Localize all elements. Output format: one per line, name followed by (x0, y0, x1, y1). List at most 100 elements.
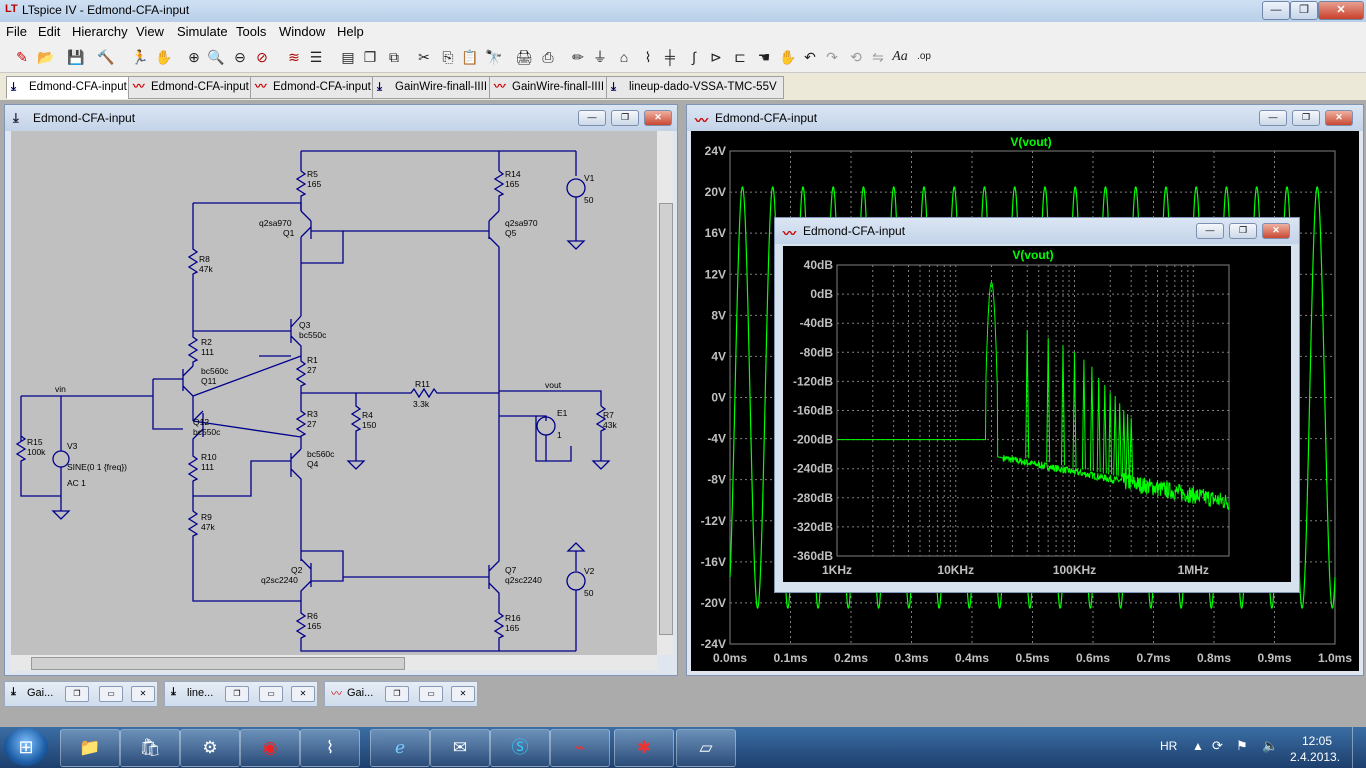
draw-wire-icon[interactable]: ✏ (572, 49, 584, 65)
run-icon[interactable]: 🏃 (131, 49, 149, 65)
language-indicator[interactable]: HR (1160, 739, 1178, 753)
explorer-icon[interactable]: 📁 (60, 729, 120, 767)
tab-lineup-schematic[interactable]: ⤓lineup-dado-VSSA-TMC-55V (606, 76, 784, 99)
save-icon[interactable]: 💾 (67, 49, 85, 65)
restore-button[interactable]: ❐ (65, 686, 89, 702)
waveform-maximize-button[interactable]: ❐ (1292, 110, 1320, 126)
minimized-window-3[interactable]: 〰 Gai... ❐ ▭ ✕ (324, 681, 478, 707)
print-preview-icon[interactable]: 🖨 (515, 49, 533, 65)
inductor-icon[interactable]: ∫ (692, 49, 696, 65)
vertical-scroll-thumb[interactable] (659, 203, 673, 635)
horizontal-scrollbar[interactable] (11, 655, 657, 671)
undo-icon[interactable]: ↶ (804, 49, 816, 65)
start-button[interactable]: ⊞ (4, 728, 48, 766)
paste-icon[interactable]: 📋 (461, 49, 479, 65)
print-icon[interactable]: ⎙ (542, 49, 554, 65)
menu-help[interactable]: Help (337, 24, 364, 39)
move-icon[interactable]: ☚ (757, 49, 771, 65)
horizontal-scroll-thumb[interactable] (31, 657, 405, 670)
minimized-window-1[interactable]: ⤓ Gai... ❐ ▭ ✕ (4, 681, 158, 707)
schematic-window-titlebar[interactable]: ⤓ Edmond-CFA-input — ❐ ✕ (5, 105, 677, 131)
cascade-icon[interactable]: ❐ (363, 49, 377, 65)
spider-icon[interactable]: ✱ (614, 729, 674, 767)
close-button[interactable]: ✕ (1318, 1, 1364, 20)
open-icon[interactable]: 📂 (37, 49, 55, 65)
close-button[interactable]: ✕ (131, 686, 155, 702)
menu-tools[interactable]: Tools (236, 24, 267, 39)
maximize-button[interactable]: ▭ (259, 686, 283, 702)
vertical-scrollbar[interactable] (657, 131, 673, 655)
control-panel-icon[interactable]: 🔨 (97, 49, 115, 65)
component-icon[interactable]: ⊏ (734, 49, 746, 65)
tab-gainwire-schematic[interactable]: ⤓GainWire-finall-IIII (372, 76, 495, 99)
halt-icon[interactable]: ✋ (155, 49, 173, 65)
clock-date[interactable]: 2.4.2013. (1290, 750, 1341, 764)
maximize-button[interactable]: ▭ (419, 686, 443, 702)
schematic-close-button[interactable]: ✕ (644, 110, 672, 126)
clock-time[interactable]: 12:05 (1302, 734, 1333, 748)
fft-minimize-button[interactable]: — (1196, 223, 1224, 239)
rotate-icon[interactable]: ⟲ (850, 49, 862, 65)
close-button[interactable]: ✕ (291, 686, 315, 702)
maximize-button[interactable]: ❐ (1290, 1, 1318, 20)
schematic-maximize-button[interactable]: ❐ (611, 110, 639, 126)
sync-icon[interactable]: ⟳ (1212, 738, 1223, 753)
minimize-button[interactable]: — (1262, 1, 1290, 20)
usb-icon[interactable]: ⚙ (180, 729, 240, 767)
schematic-window[interactable]: ⤓ Edmond-CFA-input — ❐ ✕ (4, 104, 678, 676)
skype-icon[interactable]: Ⓢ (490, 729, 550, 767)
menu-simulate[interactable]: Simulate (177, 24, 228, 39)
show-desktop-button[interactable] (1352, 727, 1366, 768)
restore-button[interactable]: ❐ (385, 686, 409, 702)
zoom-out-icon[interactable]: ⊖ (234, 49, 246, 65)
menu-window[interactable]: Window (279, 24, 326, 39)
mirror-icon[interactable]: ⇋ (872, 49, 884, 65)
label-net-icon[interactable]: ⌂ (619, 49, 629, 65)
tab-edmond-schematic[interactable]: ⤓Edmond-CFA-input (6, 76, 134, 99)
internet-explorer-icon[interactable]: ℯ (370, 729, 430, 767)
resistor-icon[interactable]: ⌇ (644, 49, 652, 65)
waveform-close-button[interactable]: ✕ (1325, 110, 1353, 126)
tab-edmond-waveform-2[interactable]: 〰Edmond-CFA-input (250, 76, 378, 99)
menu-file[interactable]: File (6, 24, 27, 39)
tab-edmond-waveform-1[interactable]: 〰Edmond-CFA-input (128, 76, 256, 99)
minimized-window-2[interactable]: ⤓ line... ❐ ▭ ✕ (164, 681, 318, 707)
find-icon[interactable]: 🔭 (485, 49, 503, 65)
fft-close-button[interactable]: ✕ (1262, 223, 1290, 239)
spice-directive-icon[interactable]: .op (917, 51, 931, 62)
redo-icon[interactable]: ↷ (826, 49, 838, 65)
opera-icon[interactable]: ◉ (240, 729, 300, 767)
zoom-in-icon[interactable]: ⊕ (188, 49, 200, 65)
cut-icon[interactable]: ✂ (418, 49, 430, 65)
scope-icon[interactable]: ⌇ (300, 729, 360, 767)
time-trace-label[interactable]: V(vout) (1010, 135, 1051, 149)
capacitor-icon[interactable]: ╪ (665, 49, 675, 65)
restore-button[interactable]: ❐ (225, 686, 249, 702)
tab-gainwire-waveform[interactable]: 〰GainWire-finall-IIII (489, 76, 612, 99)
store-icon[interactable]: 🛍 (120, 729, 180, 767)
tile-icon[interactable]: ☰ (309, 49, 323, 65)
fft-plot[interactable]: V(vout) 40dB0dB-40dB-80dB-120dB-160dB-20… (783, 246, 1291, 582)
close-all-icon[interactable]: ⧉ (389, 49, 399, 65)
fft-window-titlebar[interactable]: 〰 Edmond-CFA-input — ❐ ✕ (775, 218, 1299, 244)
outlook-icon[interactable]: ✉ (430, 729, 490, 767)
fft-trace-label[interactable]: V(vout) (1012, 248, 1053, 262)
autorange-icon[interactable]: ≋ (288, 49, 300, 65)
waveform-minimize-button[interactable]: — (1259, 110, 1287, 126)
diode-icon[interactable]: ⊳ (710, 49, 722, 65)
schematic-canvas[interactable]: R5 165 R14 165 V1 50 q2sa970 Q1 q2sa970 … (11, 131, 661, 655)
pan-icon[interactable]: 🔍 (207, 49, 225, 65)
ltspice-icon[interactable]: ⌁ (550, 729, 610, 767)
flag-icon[interactable]: ⚑ (1236, 738, 1248, 753)
maximize-button[interactable]: ▭ (99, 686, 123, 702)
text-icon[interactable]: Aa (892, 49, 908, 64)
fft-maximize-button[interactable]: ❐ (1229, 223, 1257, 239)
menu-view[interactable]: View (136, 24, 164, 39)
tile-horizontal-icon[interactable]: ▤ (341, 49, 355, 65)
schematic-minimize-button[interactable]: — (578, 110, 606, 126)
close-button[interactable]: ✕ (451, 686, 475, 702)
cancel-zoom-icon[interactable]: ⊘ (256, 49, 268, 65)
notes-icon[interactable]: ▱ (676, 729, 736, 767)
drag-icon[interactable]: ✋ (779, 49, 797, 65)
